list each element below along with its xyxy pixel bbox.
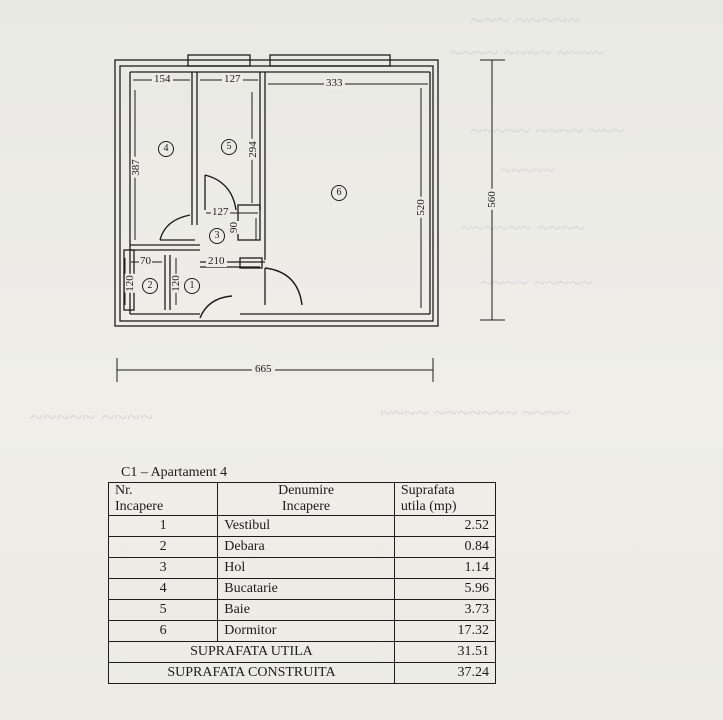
row-nr: 6: [107, 620, 219, 642]
total-value: 31.51: [393, 641, 497, 663]
row-nr: 3: [107, 557, 219, 579]
table-row: 3 Hol 1.14: [107, 557, 497, 579]
row-name: Debara: [217, 536, 395, 558]
row-nr: 4: [107, 578, 219, 600]
table-row: 5 Baie 3.73: [107, 599, 497, 621]
row-nr: 2: [107, 536, 219, 558]
total-row-utila: SUPRAFATA UTILA 31.51: [108, 641, 497, 663]
table-row: 6 Dormitor 17.32: [107, 620, 497, 642]
room-marker-4: 4: [158, 141, 174, 157]
bleed-through-mark: ~~~~~~ ~~~~: [460, 215, 585, 240]
dim-label-120-a: 120: [123, 274, 136, 293]
table-row: 2 Debara 0.84: [107, 536, 497, 558]
dim-label-560: 560: [485, 189, 498, 210]
room-marker-2: 2: [142, 278, 158, 294]
row-area: 5.96: [393, 578, 497, 600]
dim-label-154: 154: [152, 73, 173, 85]
row-area: 17.32: [393, 620, 497, 642]
header-nr-line1: Nr.: [115, 483, 133, 498]
room-marker-5: 5: [221, 139, 237, 155]
row-name: Vestibul: [217, 515, 395, 537]
row-area: 2.52: [393, 515, 497, 537]
dim-label-210: 210: [206, 255, 227, 267]
bleed-through-mark: ~~~~ ~~~~ ~~~~: [450, 40, 604, 65]
table-row: 1 Vestibul 2.52: [107, 515, 497, 537]
header-name-line1: Denumire: [278, 483, 335, 498]
room-marker-6: 6: [331, 185, 347, 201]
room-marker-3: 3: [209, 228, 225, 244]
row-nr: 1: [107, 515, 219, 537]
header-nr-line2: Incapere: [115, 499, 164, 514]
dim-label-665: 665: [252, 364, 275, 375]
total-label: SUPRAFATA CONSTRUITA: [108, 662, 395, 684]
dim-label-294: 294: [246, 139, 259, 160]
dim-label-90: 90: [228, 221, 240, 234]
row-area: 1.14: [393, 557, 497, 579]
row-area: 0.84: [393, 536, 497, 558]
room-area-table: Nr. Incapere Denumire Incaperе Suprafata…: [107, 482, 497, 684]
bleed-through-mark: ~~~ ~~~~~: [470, 8, 580, 34]
room-marker-1: 1: [184, 278, 200, 294]
total-row-construita: SUPRAFATA CONSTRUITA 37.24: [108, 662, 497, 684]
header-name: Denumire Incaperе: [217, 482, 395, 516]
row-name: Bucatarie: [217, 578, 395, 600]
header-name-line2: Incaperе: [281, 499, 331, 514]
row-area: 3.73: [393, 599, 497, 621]
bleed-through-mark: ~~~~~ ~~~~ ~~~: [470, 118, 624, 143]
bleed-through-mark: ~~~~~ ~~~~: [30, 405, 153, 431]
dim-label-333: 333: [324, 77, 345, 89]
bleed-through-mark: ~~~~~: [500, 160, 555, 182]
bleed-through-mark: ~~~~ ~~~~~~~ ~~~~: [380, 400, 570, 425]
header-area-line2: utila (mp): [400, 499, 457, 514]
dim-label-520: 520: [414, 197, 427, 218]
row-name: Dormitor: [217, 620, 395, 642]
table-caption: C1 – Apartament 4: [121, 465, 228, 480]
dim-label-127-mid: 127: [211, 206, 230, 218]
table-header-row: Nr. Incapere Denumire Incaperе Suprafata…: [107, 482, 497, 516]
table-row: 4 Bucatarie 5.96: [107, 578, 497, 600]
header-area: Suprafata utila (mp): [393, 482, 497, 516]
dim-label-70: 70: [139, 255, 152, 267]
dim-label-120-b: 120: [169, 274, 182, 293]
row-name: Hol: [217, 557, 395, 579]
dim-label-387: 387: [129, 157, 142, 178]
total-label: SUPRAFATA UTILA: [108, 641, 395, 663]
row-name: Baie: [217, 599, 395, 621]
total-value: 37.24: [393, 662, 497, 684]
dim-label-127-top: 127: [222, 73, 243, 85]
header-nr: Nr. Incapere: [107, 482, 219, 516]
bleed-through-mark: ~~~~ ~~~~~: [480, 270, 593, 295]
row-nr: 5: [107, 599, 219, 621]
header-area-line1: Suprafata: [400, 483, 455, 498]
